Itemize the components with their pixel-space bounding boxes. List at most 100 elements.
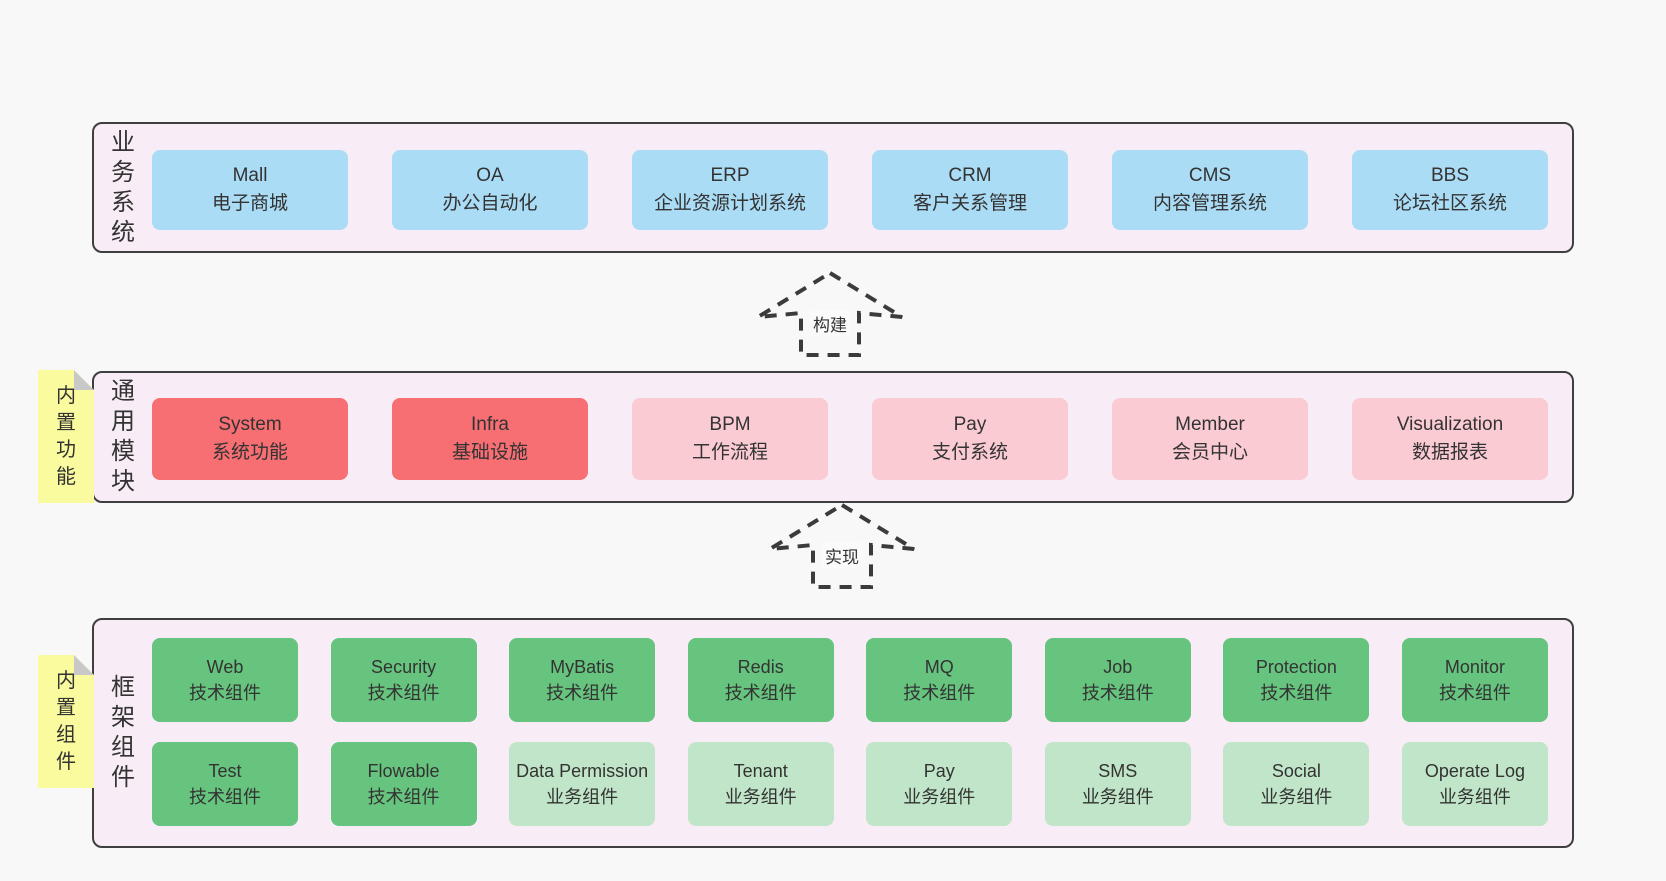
folded-corner-icon [74, 370, 94, 390]
box-name: Monitor [1444, 657, 1505, 677]
box-desc: 技术组件 [367, 787, 440, 807]
sticky-label: 内置功能 [56, 384, 76, 488]
box-sms: SMS 业务组件 [1044, 742, 1191, 826]
layer-label-framework-components: 框架组件 [111, 674, 135, 791]
box-name: Data Permission [516, 761, 649, 781]
box-desc: 技术组件 [189, 787, 261, 807]
box-bbs: BBS 论坛社区系统 [1352, 150, 1548, 230]
box-desc: 业务组件 [546, 787, 619, 807]
box-name: Tenant [733, 761, 788, 781]
box-desc: 技术组件 [903, 683, 976, 703]
box-mybatis: MyBatis 技术组件 [509, 638, 656, 722]
folded-corner-icon [74, 655, 94, 675]
box-desc: 内容管理系统 [1152, 193, 1267, 214]
arrow-implement: 实现 [767, 502, 917, 590]
common-modules-row: System 系统功能 Infra 基础设施 BPM 工作流程 Pay 支付系统… [152, 398, 1548, 480]
box-desc: 业务组件 [1438, 787, 1511, 807]
box-name: Job [1103, 657, 1133, 677]
box-name: OA [476, 165, 504, 186]
box-name: Infra [470, 414, 510, 435]
box-name: MQ [924, 657, 954, 677]
box-operate-log: Operate Log 业务组件 [1401, 742, 1548, 826]
box-bpm: BPM 工作流程 [632, 398, 828, 480]
box-name: System [218, 414, 282, 435]
box-desc: 业务组件 [1081, 787, 1154, 807]
box-name: Security [371, 657, 437, 677]
layer-business-systems: 业务系统 Mall 电子商城 OA 办公自动化 ERP 企业资源计划系统 CRM… [92, 122, 1574, 253]
box-oa: OA 办公自动化 [392, 150, 588, 230]
box-test: Test 技术组件 [152, 742, 298, 826]
box-name: CMS [1188, 165, 1232, 186]
layer-framework-components: 框架组件 Web 技术组件 Security 技术组件 MyBatis 技术组件… [92, 618, 1574, 848]
box-desc: 基础设施 [451, 442, 528, 463]
box-name: SMS [1098, 761, 1138, 781]
box-name: Redis [737, 657, 784, 677]
box-mall: Mall 电子商城 [152, 150, 348, 230]
box-name: CRM [948, 165, 992, 186]
box-desc: 技术组件 [724, 683, 797, 703]
layer-label-business-systems: 业务系统 [111, 128, 135, 246]
box-visualization: Visualization 数据报表 [1352, 398, 1548, 480]
box-crm: CRM 客户关系管理 [872, 150, 1068, 230]
arrow-build: 构建 [755, 270, 905, 358]
up-arrow-icon [756, 270, 904, 357]
box-name: BPM [709, 414, 751, 435]
box-pay-component: Pay 业务组件 [866, 742, 1013, 826]
box-redis: Redis 技术组件 [687, 638, 834, 722]
box-desc: 技术组件 [1081, 683, 1154, 703]
box-name: Operate Log [1424, 761, 1525, 781]
box-protection: Protection 技术组件 [1223, 638, 1370, 722]
box-erp: ERP 企业资源计划系统 [632, 150, 828, 230]
box-name: MyBatis [550, 657, 615, 677]
box-monitor: Monitor 技术组件 [1401, 638, 1548, 722]
box-member: Member 会员中心 [1112, 398, 1308, 480]
box-desc: 会员中心 [1171, 442, 1248, 463]
box-desc: 技术组件 [1438, 683, 1511, 703]
layer-label-common-modules: 通用模块 [111, 378, 135, 495]
box-web: Web 技术组件 [152, 638, 298, 722]
box-name: Web [206, 657, 244, 677]
box-desc: 业务组件 [724, 787, 797, 807]
box-flowable: Flowable 技术组件 [330, 742, 477, 826]
layer-common-modules: 通用模块 System 系统功能 Infra 基础设施 BPM 工作流程 Pay… [92, 371, 1574, 503]
framework-components-row-2: Test 技术组件 Flowable 技术组件 Data Permission … [152, 742, 1548, 826]
box-desc: 技术组件 [546, 683, 619, 703]
business-systems-row: Mall 电子商城 OA 办公自动化 ERP 企业资源计划系统 CRM 客户关系… [152, 150, 1548, 230]
box-system: System 系统功能 [152, 398, 348, 480]
box-desc: 客户关系管理 [912, 193, 1027, 214]
box-name: Mall [232, 165, 268, 186]
box-name: Pay [953, 414, 987, 435]
box-data-permission: Data Permission 业务组件 [509, 742, 656, 826]
box-desc: 系统功能 [211, 442, 288, 463]
box-desc: 办公自动化 [442, 193, 538, 214]
box-social: Social 业务组件 [1223, 742, 1370, 826]
box-desc: 工作流程 [691, 442, 768, 463]
box-desc: 技术组件 [367, 683, 440, 703]
box-name: Flowable [367, 761, 440, 781]
arrow-implement-label: 实现 [821, 542, 863, 569]
box-name: Pay [923, 761, 955, 781]
box-desc: 数据报表 [1411, 442, 1488, 463]
box-desc: 支付系统 [931, 442, 1008, 463]
box-job: Job 技术组件 [1044, 638, 1191, 722]
box-desc: 技术组件 [189, 683, 261, 703]
box-desc: 论坛社区系统 [1392, 193, 1507, 214]
box-name: Social [1271, 761, 1321, 781]
arrow-build-label: 构建 [809, 310, 851, 337]
box-desc: 业务组件 [903, 787, 976, 807]
up-arrow-icon [768, 502, 916, 589]
box-mq: MQ 技术组件 [866, 638, 1013, 722]
sticky-builtin-components: 内置组件 [38, 655, 94, 788]
box-desc: 企业资源计划系统 [653, 193, 806, 214]
box-desc: 技术组件 [1260, 683, 1333, 703]
box-tenant: Tenant 业务组件 [687, 742, 834, 826]
box-desc: 业务组件 [1260, 787, 1333, 807]
box-security: Security 技术组件 [330, 638, 477, 722]
sticky-builtin-features: 内置功能 [38, 370, 94, 503]
box-name: ERP [710, 165, 750, 186]
box-infra: Infra 基础设施 [392, 398, 588, 480]
box-name: Member [1175, 414, 1245, 435]
box-name: BBS [1430, 165, 1470, 186]
box-desc: 电子商城 [211, 193, 288, 214]
